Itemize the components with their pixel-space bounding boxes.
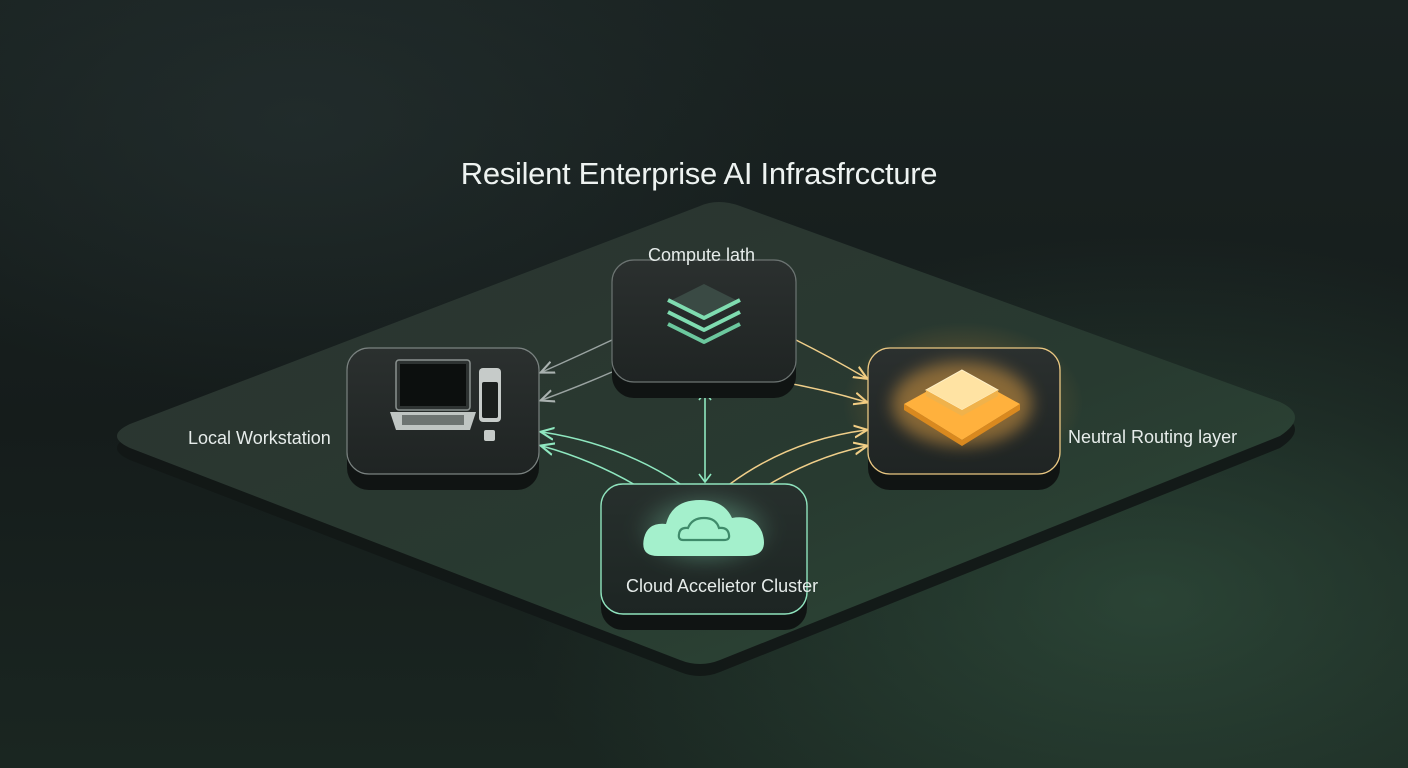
laptop-and-phone-icon xyxy=(390,359,501,441)
connector-compute-local-2 xyxy=(542,371,613,400)
local-node xyxy=(346,347,540,490)
routing-node-label: Neutral Routing layer xyxy=(1068,427,1238,447)
cloud-icon xyxy=(633,490,777,570)
connector-cloud-routing-1 xyxy=(729,430,866,485)
cloud-node xyxy=(600,483,808,630)
diagram-title: Resilent Enterprise AI Infrasfrccture xyxy=(460,156,938,191)
stacked-layers-icon xyxy=(667,284,741,344)
compute-node-label: Compute Ɩath xyxy=(648,245,756,265)
glowing-layers-icon xyxy=(892,362,1032,446)
cloud-node-label: Cloud Accelietor Cluster xyxy=(626,576,819,596)
compute-node xyxy=(611,259,797,398)
connector-cloud-local-1 xyxy=(542,432,681,485)
local-node-label: Local Workstation xyxy=(188,428,331,448)
connector-compute-local-1 xyxy=(542,339,613,372)
routing-node xyxy=(843,322,1083,490)
